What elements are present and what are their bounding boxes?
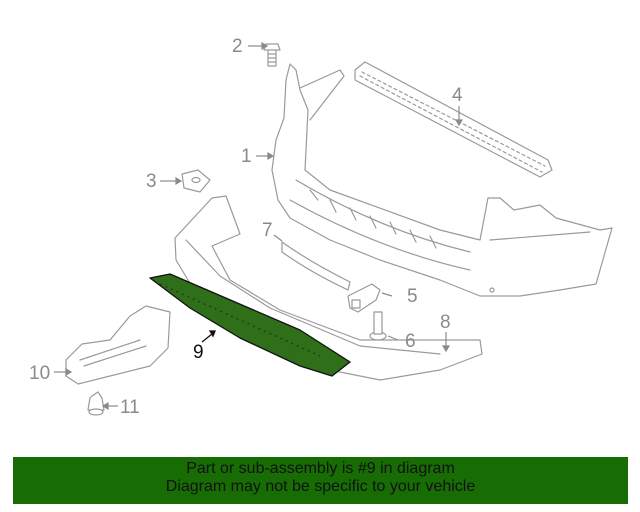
banner-line-disclaimer: Diagram may not be specific to your vehi…: [165, 478, 476, 495]
callout-3[interactable]: 3: [146, 171, 157, 192]
part-2-bolt: [263, 43, 281, 67]
part-6-screw: [369, 311, 387, 341]
part-7-reflector: [281, 241, 351, 291]
callout-6[interactable]: 6: [405, 331, 416, 352]
info-banner: Part or sub-assembly is #9 in diagram Di…: [13, 457, 628, 504]
part-3-bracket: [181, 169, 211, 193]
callout-8[interactable]: 8: [440, 312, 451, 333]
banner-line-part-number: Part or sub-assembly is #9 in diagram: [186, 460, 455, 477]
part-4-scuff-plate: [354, 61, 553, 178]
parts-diagram: 2 1 3 4 7 5 6 8 9 10 11: [29, 36, 613, 418]
part-10-splash-shield: [65, 305, 171, 385]
callout-2[interactable]: 2: [232, 36, 243, 57]
callout-11[interactable]: 11: [120, 397, 140, 418]
callout-5[interactable]: 5: [407, 286, 418, 307]
part-5-bracket: [347, 283, 381, 313]
callout-9[interactable]: 9: [193, 342, 204, 363]
part-11-push-pin: [87, 391, 105, 416]
callout-4[interactable]: 4: [452, 85, 463, 106]
callout-10[interactable]: 10: [29, 363, 51, 384]
callout-1[interactable]: 1: [241, 146, 252, 167]
callout-7[interactable]: 7: [262, 220, 273, 241]
part-1-bumper-cover: [271, 63, 613, 297]
diagram-drawing: [54, 41, 613, 416]
part-9-highlighted: [149, 273, 351, 377]
